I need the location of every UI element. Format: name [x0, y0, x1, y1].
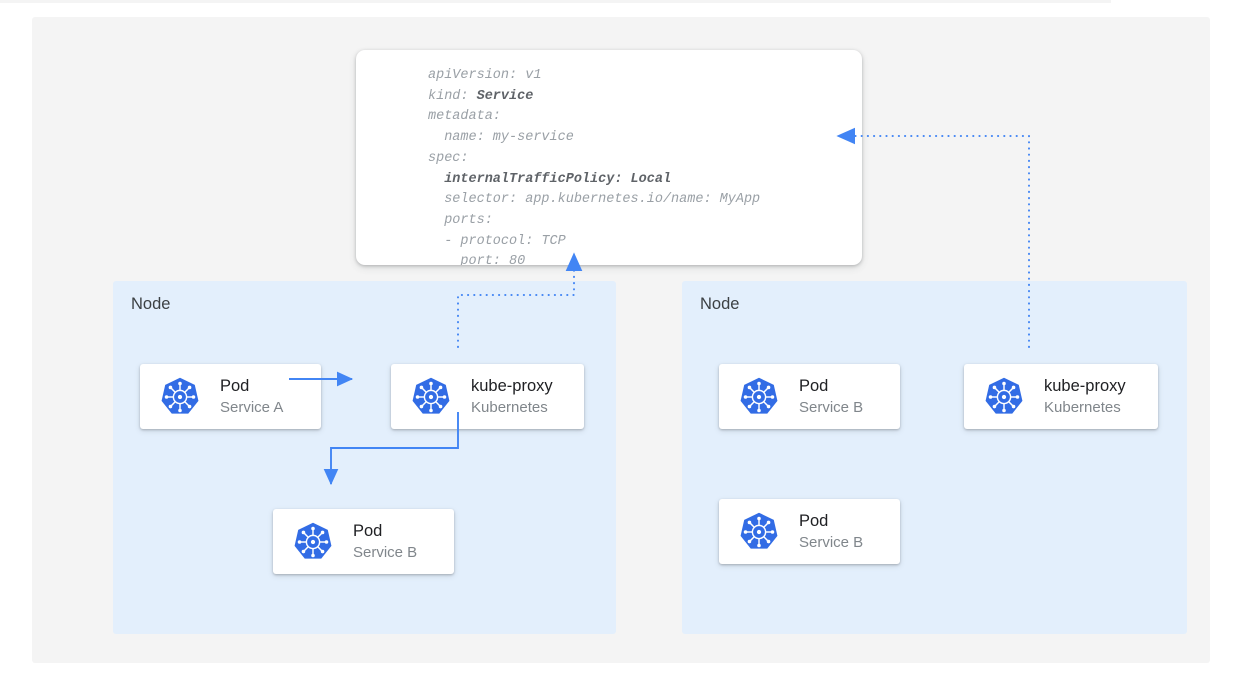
card-title: Pod [220, 376, 250, 395]
kubernetes-icon [740, 377, 778, 414]
yaml-line-kind-value: Service [476, 88, 534, 104]
card-subtitle: Service B [799, 398, 864, 416]
card-kube-proxy-right[interactable]: kube-proxy Kubernetes [964, 364, 1158, 429]
service-manifest-card: apiVersion: v1 kind: Service metadata: n… [356, 50, 862, 265]
yaml-line-protocol: - protocol: TCP [428, 233, 566, 249]
card-subtitle: Service B [799, 533, 864, 551]
card-subtitle: Service A [220, 398, 284, 416]
card-title: Pod [799, 511, 829, 530]
card-subtitle: Kubernetes [1044, 398, 1121, 416]
card-title: kube-proxy [1044, 376, 1126, 395]
card-title: Pod [799, 376, 829, 395]
yaml-line-port: port: 80 [428, 254, 526, 265]
yaml-line-name: name: my-service [428, 130, 574, 146]
yaml-line-kind-key: kind: [428, 88, 477, 104]
card-text: Pod Service A [220, 376, 283, 418]
card-pod-service-b-right-bottom[interactable]: Pod Service B [719, 499, 900, 564]
kubernetes-icon [740, 512, 778, 549]
kubernetes-icon [161, 377, 199, 414]
node-label-right: Node [700, 295, 740, 313]
card-text: Pod Service B [799, 511, 863, 553]
card-pod-service-b-right-top[interactable]: Pod Service B [719, 364, 900, 429]
card-text: kube-proxy Kubernetes [1044, 376, 1126, 418]
card-text: kube-proxy Kubernetes [471, 376, 553, 418]
yaml-line-selector: selector: app.kubernetes.io/name: MyApp [428, 192, 761, 208]
service-manifest-code: apiVersion: v1 kind: Service metadata: n… [428, 66, 760, 265]
yaml-line-metadata: metadata: [428, 109, 501, 125]
node-region-right: Node [682, 281, 1187, 634]
kubernetes-icon [412, 377, 450, 414]
top-strip [0, 0, 1111, 3]
yaml-line-internal-traffic-policy: internalTrafficPolicy: Local [428, 171, 672, 187]
card-pod-service-b-left[interactable]: Pod Service B [273, 509, 454, 574]
card-text: Pod Service B [799, 376, 863, 418]
card-pod-service-a[interactable]: Pod Service A [140, 364, 321, 429]
yaml-line-apiversion: apiVersion: v1 [428, 68, 542, 83]
card-subtitle: Service B [353, 543, 418, 561]
kubernetes-icon [985, 377, 1023, 414]
card-subtitle: Kubernetes [471, 398, 548, 416]
card-title: kube-proxy [471, 376, 553, 395]
card-title: Pod [353, 521, 383, 540]
yaml-line-spec: spec: [428, 150, 469, 166]
yaml-line-ports: ports: [428, 212, 493, 228]
card-kube-proxy-left[interactable]: kube-proxy Kubernetes [391, 364, 584, 429]
kubernetes-icon [294, 522, 332, 559]
card-text: Pod Service B [353, 521, 417, 563]
node-region-left: Node [113, 281, 616, 634]
diagram-canvas: apiVersion: v1 kind: Service metadata: n… [32, 17, 1210, 663]
node-label-left: Node [131, 295, 171, 313]
